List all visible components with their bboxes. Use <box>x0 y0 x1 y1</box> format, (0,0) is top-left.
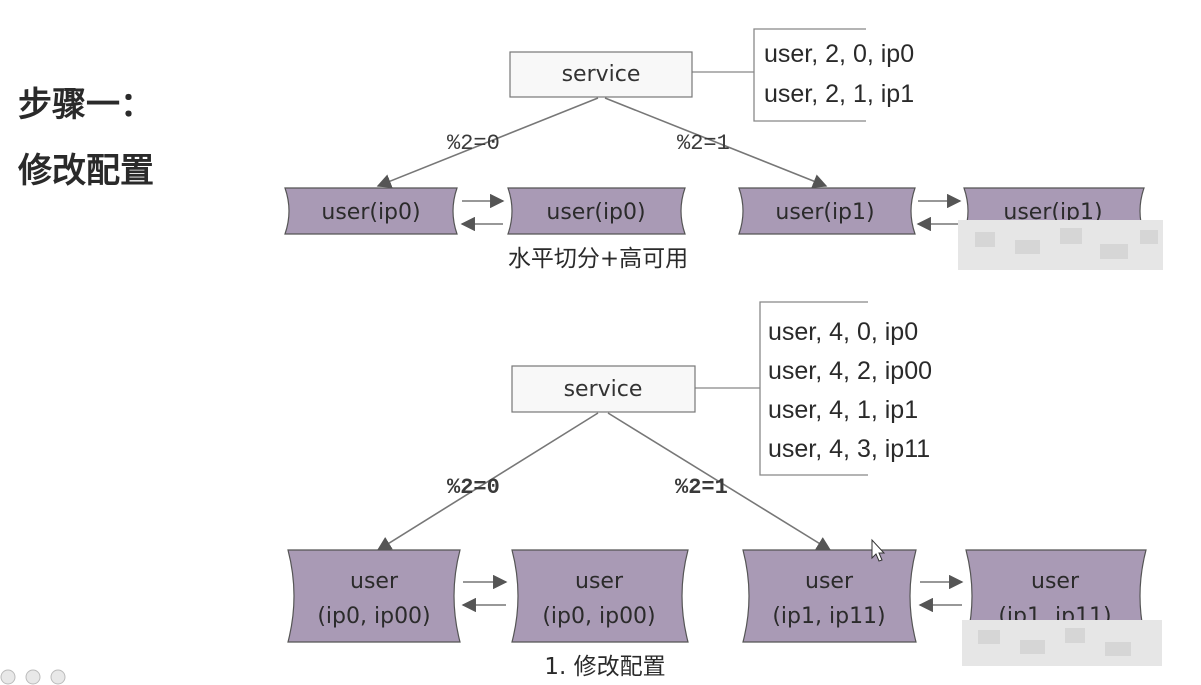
bottom-edge-right <box>607 412 832 551</box>
top-node-2 <box>507 187 686 235</box>
bottom-service-label: service <box>564 377 643 402</box>
mouse-cursor-icon <box>871 538 886 562</box>
bottom-edge-left-label: %2=0 <box>447 475 500 500</box>
top-diagram: user, 2, 0, ip0 user, 2, 1, ip1 service … <box>284 28 1163 272</box>
bottom-config-line-3: user, 4, 1, ip1 <box>768 396 918 424</box>
bottom-caption: 1. 修改配置 <box>544 654 665 680</box>
top-node-2-label: user(ip0) <box>546 200 645 225</box>
bottom-node-1 <box>287 549 461 643</box>
top-service-label: service <box>562 62 641 87</box>
top-node-3 <box>738 187 916 235</box>
top-caption: 水平切分+高可用 <box>508 246 688 272</box>
top-config-line-2: user, 2, 1, ip1 <box>764 80 914 108</box>
bottom-config-line-4: user, 4, 3, ip11 <box>768 435 930 463</box>
bottom-node-3-line-1: user <box>805 569 854 594</box>
top-blurred-region <box>958 220 1163 270</box>
control-zoom-icon <box>25 669 41 685</box>
top-edge-right <box>604 97 828 188</box>
bottom-edge-left <box>376 412 599 551</box>
top-service-box <box>509 51 693 98</box>
bottom-node-1-line-1: user <box>350 569 399 594</box>
top-edge-right-label: %2=1 <box>677 131 730 156</box>
top-config-line-1: user, 2, 0, ip0 <box>764 40 914 68</box>
top-node-3-label: user(ip1) <box>775 200 874 225</box>
bottom-service-box <box>511 365 696 413</box>
control-back-icon <box>0 669 16 685</box>
bottom-config-line-1: user, 4, 0, ip0 <box>768 318 918 346</box>
bottom-node-3 <box>742 549 917 643</box>
control-forward-icon <box>50 669 66 685</box>
bottom-node-4-line-1: user <box>1031 569 1080 594</box>
bottom-node-3-line-2: (ip1, ip11) <box>772 604 885 629</box>
bottom-diagram: user, 4, 0, ip0 user, 4, 2, ip00 user, 4… <box>287 301 1162 680</box>
bottom-node-2-line-1: user <box>575 569 624 594</box>
bottom-node-2 <box>511 549 689 643</box>
bottom-blurred-region <box>962 620 1162 666</box>
top-config-bracket <box>753 28 866 122</box>
bottom-node-2-line-2: (ip0, ip00) <box>542 604 655 629</box>
bottom-node-1-line-2: (ip0, ip00) <box>317 604 430 629</box>
top-edge-left <box>376 97 599 188</box>
bottom-config-line-2: user, 4, 2, ip00 <box>768 357 932 385</box>
step-label: 步骤一： <box>18 85 154 125</box>
top-node-1-label: user(ip0) <box>321 200 420 225</box>
top-node-1 <box>284 187 458 235</box>
player-controls <box>0 669 66 685</box>
bottom-edge-right-label: %2=1 <box>675 475 728 500</box>
top-edge-left-label: %2=0 <box>447 131 500 156</box>
step-description: 修改配置 <box>18 151 154 191</box>
